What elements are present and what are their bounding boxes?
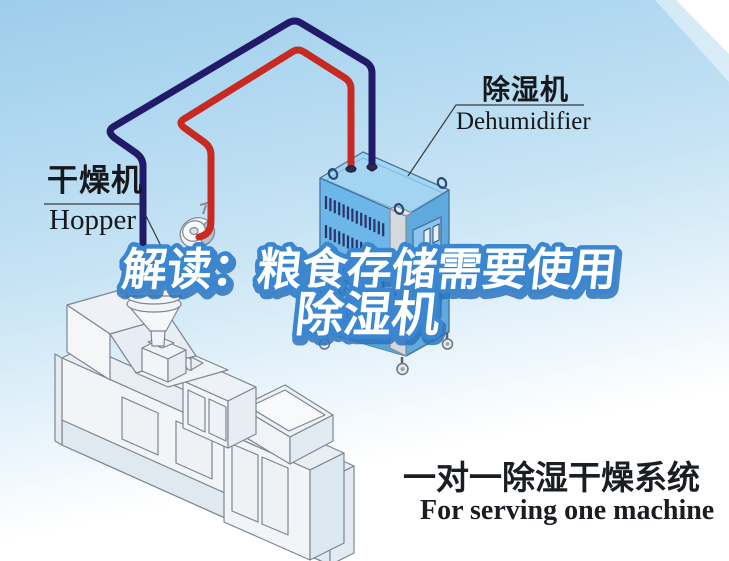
machine-tank [239, 384, 334, 465]
hopper-dryer [125, 250, 183, 347]
hopper-label-en: Hopper [49, 204, 136, 236]
casters [318, 331, 454, 376]
headline: 解读：粮食存储需要使用 解读：粮食存储需要使用 除湿机 除湿机 [115, 240, 627, 352]
pipes [106, 17, 378, 260]
headline-line2-shadow: 除湿机 [294, 292, 444, 346]
return-pipe-navy [106, 17, 376, 260]
caption-zh: 一对一除湿干燥系统 [403, 459, 700, 496]
dehumidifier-door [412, 216, 442, 332]
pipe-collar-navy [366, 163, 378, 171]
headline-line1: 解读：粮食存储需要使用 [120, 244, 620, 295]
dehumidifier-vents [324, 196, 385, 295]
headline-line2: 除湿机 [293, 288, 443, 342]
supply-pipe-red [177, 46, 355, 241]
pipe-collar-red [345, 165, 357, 173]
dehumidifier-label-zh: 除湿机 [482, 74, 570, 105]
headline-line1-shadow: 解读：粮食存储需要使用 [121, 248, 621, 299]
lifting-eyelets [327, 168, 448, 215]
machine-control-box [182, 366, 257, 449]
caption-en: For serving one machine [420, 495, 715, 526]
hopper-label-zh: 干燥机 [47, 163, 143, 198]
corner-swoosh [655, 0, 729, 82]
dehumidifier-callout-line [407, 104, 584, 177]
machine-end-cabinet [223, 414, 345, 561]
dehumidifier-label-en: Dehumidifier [456, 108, 591, 135]
processing-machine [54, 201, 355, 561]
